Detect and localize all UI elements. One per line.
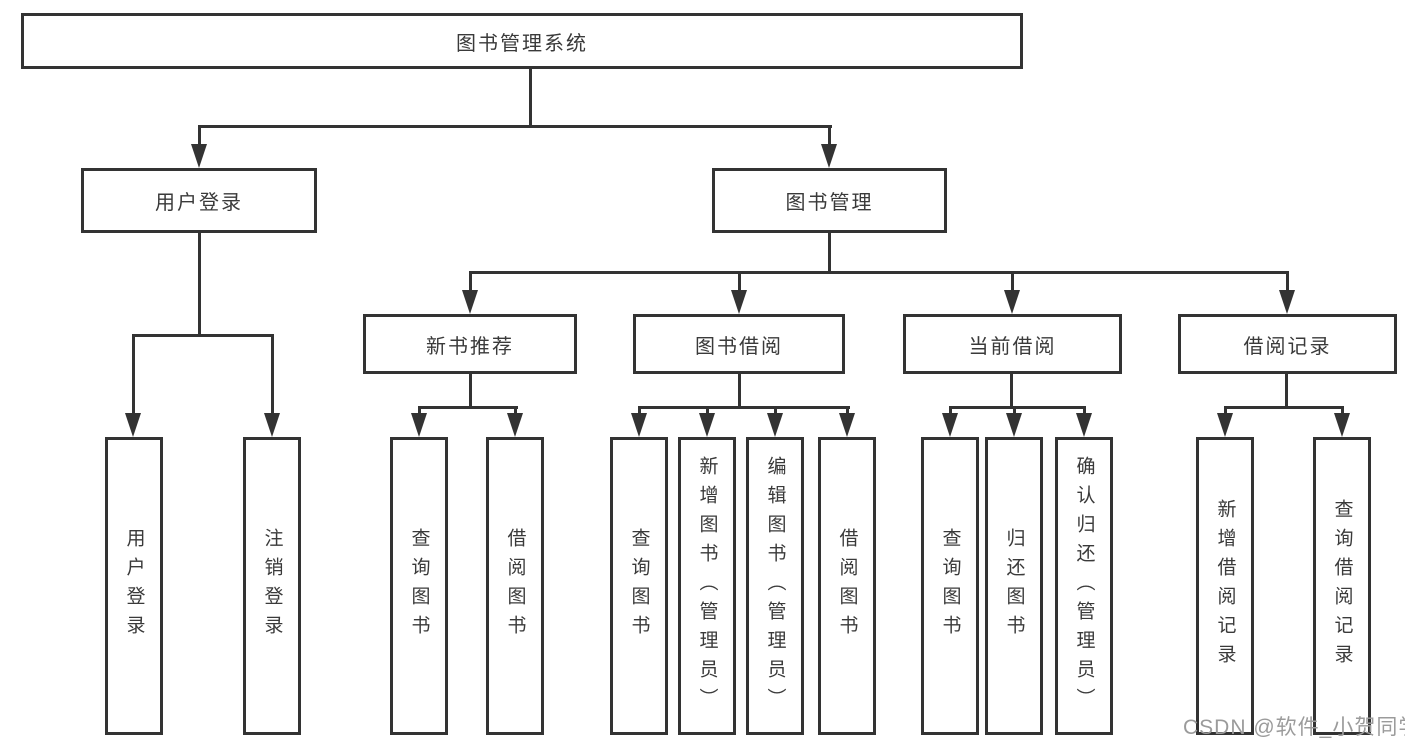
leaf-add-borrow-record-label: 新增借阅记录 <box>1214 499 1236 673</box>
arrowhead-leaf-edit-book <box>767 413 783 437</box>
edge-book-borrow-drop-2 <box>706 406 709 415</box>
arrowhead-leaf-borrow-book-1 <box>507 413 523 437</box>
arrowhead-current-borrow <box>1004 290 1020 314</box>
edge-borrow-record-drop-2 <box>1341 406 1344 415</box>
edge-current-borrow-stem <box>1010 374 1013 409</box>
edge-current-borrow-rail <box>949 406 1086 409</box>
edge-user-login-rail <box>132 334 274 337</box>
edge-new-book-rec-rail <box>418 406 518 409</box>
leaf-add-book-admin: 新增图书（管理员） <box>678 437 736 735</box>
edge-borrow-record-rail <box>1224 406 1344 409</box>
edge-current-borrow-drop-3 <box>1083 406 1086 415</box>
edge-user-login-drop-2 <box>271 334 274 415</box>
leaf-return-book-label: 归还图书 <box>1003 528 1025 644</box>
edge-borrow-record-stem <box>1285 374 1288 409</box>
edge-book-borrow-stem <box>738 374 741 409</box>
edge-root-stem <box>529 66 532 127</box>
node-current-borrow: 当前借阅 <box>903 314 1122 374</box>
arrowhead-leaf-logout <box>264 413 280 437</box>
edge-book-mgmt-drop-1 <box>469 271 472 292</box>
edge-book-borrow-rail <box>638 406 850 409</box>
node-book-mgmt-label: 图书管理 <box>785 192 874 214</box>
node-root: 图书管理系统 <box>21 13 1023 69</box>
edge-borrow-record-drop-1 <box>1224 406 1227 415</box>
arrowhead-leaf-user-login <box>125 413 141 437</box>
edge-book-mgmt-rail <box>469 271 1289 274</box>
edge-new-book-rec-drop-2 <box>514 406 517 415</box>
leaf-query-book-1: 查询图书 <box>390 437 448 735</box>
node-book-borrow-label: 图书借阅 <box>695 335 783 358</box>
leaf-query-book-3: 查询图书 <box>921 437 979 735</box>
edge-root-rail <box>198 125 832 128</box>
arrowhead-user-login <box>191 144 207 168</box>
edge-new-book-rec-stem <box>469 374 472 409</box>
node-new-book-rec-label: 新书推荐 <box>426 335 514 358</box>
arrowhead-leaf-add-record <box>1217 413 1233 437</box>
leaf-query-book-2: 查询图书 <box>610 437 668 735</box>
leaf-add-borrow-record: 新增借阅记录 <box>1196 437 1254 735</box>
leaf-return-book: 归还图书 <box>985 437 1043 735</box>
edge-user-login-stem <box>198 233 201 334</box>
leaf-query-book-1-label: 查询图书 <box>408 528 430 644</box>
edge-user-login-drop-1 <box>132 334 135 415</box>
arrowhead-leaf-confirm-return <box>1076 413 1092 437</box>
edge-book-borrow-drop-1 <box>638 406 641 415</box>
arrowhead-leaf-borrow-book-2 <box>839 413 855 437</box>
edge-book-mgmt-stem <box>828 233 831 273</box>
node-book-borrow: 图书借阅 <box>633 314 845 374</box>
leaf-logout: 注销登录 <box>243 437 301 735</box>
leaf-borrow-book-1-label: 借阅图书 <box>504 528 526 644</box>
leaf-confirm-return-admin: 确认归还（管理员） <box>1055 437 1113 735</box>
leaf-user-login: 用户登录 <box>105 437 163 735</box>
node-user-login-label: 用户登录 <box>155 192 243 214</box>
arrowhead-leaf-return-book <box>1006 413 1022 437</box>
leaf-edit-book-admin-label: 编辑图书（管理员） <box>764 455 786 717</box>
leaf-confirm-return-admin-label: 确认归还（管理员） <box>1073 455 1095 717</box>
leaf-borrow-book-1: 借阅图书 <box>486 437 544 735</box>
arrowhead-new-book-rec <box>462 290 478 314</box>
edge-book-borrow-drop-4 <box>846 406 849 415</box>
node-root-label: 图书管理系统 <box>456 32 588 55</box>
node-borrow-record-label: 借阅记录 <box>1243 335 1332 358</box>
edge-book-borrow-drop-3 <box>774 406 777 415</box>
arrowhead-leaf-query-book-3 <box>942 413 958 437</box>
edge-new-book-rec-drop-1 <box>418 406 421 415</box>
arrowhead-leaf-query-record <box>1334 413 1350 437</box>
arrowhead-book-mgmt <box>821 144 837 168</box>
edge-root-drop-right <box>828 125 831 146</box>
node-book-mgmt: 图书管理 <box>712 168 947 233</box>
leaf-add-book-admin-label: 新增图书（管理员） <box>696 455 718 717</box>
leaf-query-borrow-record-label: 查询借阅记录 <box>1331 499 1353 673</box>
edge-root-drop-left <box>198 125 201 146</box>
node-current-borrow-label: 当前借阅 <box>968 335 1057 358</box>
arrowhead-borrow-record <box>1279 290 1295 314</box>
leaf-borrow-book-2-label: 借阅图书 <box>836 528 858 644</box>
node-new-book-rec: 新书推荐 <box>363 314 577 374</box>
leaf-edit-book-admin: 编辑图书（管理员） <box>746 437 804 735</box>
arrowhead-leaf-query-book-1 <box>411 413 427 437</box>
leaf-query-book-2-label: 查询图书 <box>628 528 650 644</box>
edge-book-mgmt-drop-2 <box>738 271 741 292</box>
leaf-borrow-book-2: 借阅图书 <box>818 437 876 735</box>
arrowhead-leaf-query-book-2 <box>631 413 647 437</box>
leaf-query-book-3-label: 查询图书 <box>939 528 961 644</box>
edge-book-mgmt-drop-4 <box>1286 271 1289 292</box>
node-borrow-record: 借阅记录 <box>1178 314 1397 374</box>
edge-book-mgmt-drop-3 <box>1011 271 1014 292</box>
leaf-logout-label: 注销登录 <box>261 528 283 644</box>
edge-current-borrow-drop-1 <box>949 406 952 415</box>
leaf-user-login-label: 用户登录 <box>123 528 145 644</box>
arrowhead-book-borrow <box>731 290 747 314</box>
node-user-login: 用户登录 <box>81 168 317 233</box>
csdn-watermark: CSDN @软件_小贺同学 <box>1183 716 1405 739</box>
edge-current-borrow-drop-2 <box>1013 406 1016 415</box>
arrowhead-leaf-add-book <box>699 413 715 437</box>
leaf-query-borrow-record: 查询借阅记录 <box>1313 437 1371 735</box>
